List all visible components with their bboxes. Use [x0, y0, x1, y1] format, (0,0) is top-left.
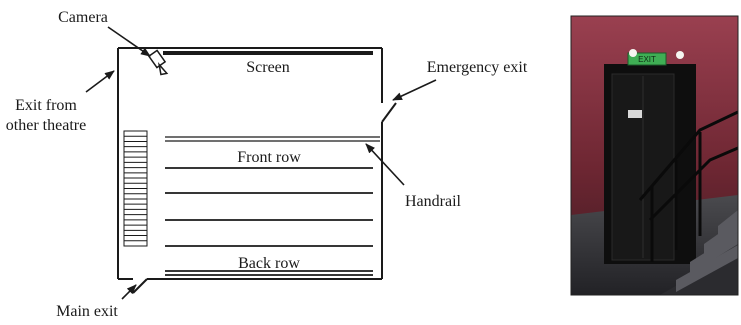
side-stairs [123, 130, 148, 247]
photo-handrails [638, 110, 738, 262]
handrail-line [165, 136, 380, 142]
camera-label: Camera [58, 9, 108, 26]
seating-rows [165, 167, 373, 276]
front-row-label: Front row [237, 149, 301, 166]
theatre-photo: EXIT [570, 15, 739, 296]
photo-light-right [676, 51, 684, 59]
handrail-label: Handrail [405, 193, 462, 210]
exit-other-theatre-label-2: other theatre [6, 117, 86, 134]
photo-light-left [629, 49, 637, 57]
emergency-exit-label: Emergency exit [427, 59, 528, 76]
photo-exit-sign-text: EXIT [638, 55, 656, 64]
back-row-label: Back row [238, 255, 300, 272]
arrow-exit-other-theatre [85, 70, 115, 93]
emergency-exit-door [381, 102, 397, 123]
floor-plan: Camera Screen Emergency exit Exit from o… [6, 9, 528, 320]
photo-stairs [660, 210, 738, 295]
camera-icon [147, 49, 169, 76]
theatre-walls [117, 47, 383, 280]
arrow-main-exit [121, 284, 137, 300]
photo-border [570, 15, 739, 296]
photo-exit-sign [627, 52, 667, 66]
screen-label: Screen [246, 59, 290, 76]
main-exit-label: Main exit [56, 303, 118, 320]
arrow-emergency-exit [392, 79, 437, 101]
arrow-camera [107, 26, 151, 57]
exit-other-theatre-label-1: Exit from [15, 97, 77, 114]
arrow-handrail [365, 143, 405, 186]
callout-arrows [85, 26, 437, 300]
